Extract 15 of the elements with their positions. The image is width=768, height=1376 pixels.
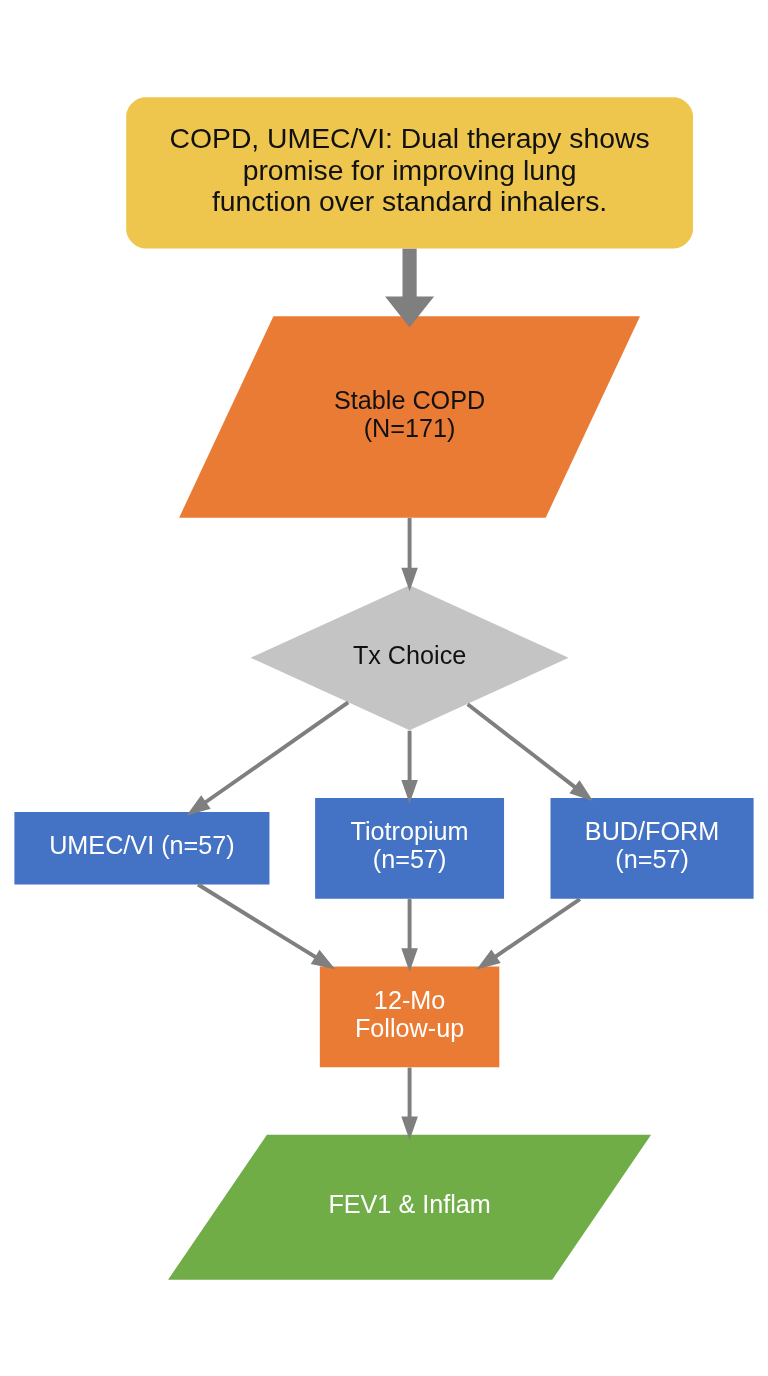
arrow	[401, 730, 418, 804]
arrow	[197, 882, 336, 969]
node-box: COPD, UMEC/VI: Dual therapy shows promise for improving lung function over standard inhalers.	[126, 96, 693, 248]
node-box: Tiotropium (n=57)	[315, 797, 505, 899]
arrow	[186, 700, 350, 815]
arrow	[476, 896, 582, 970]
node-box: 12-Mo Follow-up	[319, 965, 500, 1067]
node-box: BUD/FORM (n=57)	[550, 797, 754, 899]
node-diamond: Tx Choice	[250, 584, 569, 730]
arrow	[401, 517, 418, 591]
arrow	[385, 248, 435, 328]
node-box: UMEC/VI (n=57)	[14, 811, 270, 884]
arrow	[466, 702, 594, 801]
arrow	[401, 898, 418, 972]
arrow	[401, 1067, 418, 1140]
